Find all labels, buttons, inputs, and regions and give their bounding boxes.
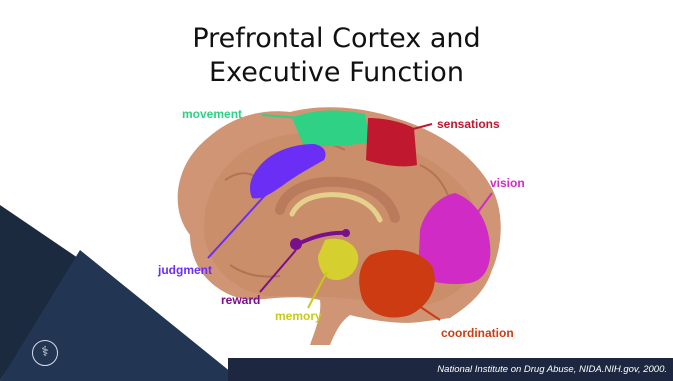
- reward-node-front: [290, 238, 302, 250]
- region-judgment: [250, 144, 326, 199]
- movement-leader-line: [261, 114, 301, 119]
- region-memory: [318, 238, 359, 280]
- region-coordination: [359, 249, 435, 318]
- coordination-leader-line: [409, 299, 441, 321]
- title-line-1: Prefrontal Cortex and: [192, 23, 481, 54]
- caduceus-seal-icon: ⚕: [32, 340, 58, 366]
- corner-triangle-dark: [0, 205, 78, 381]
- reward-node-back: [342, 229, 350, 237]
- corpus-arc: [289, 192, 383, 223]
- cingulate-arc: [275, 176, 400, 223]
- vision-leader-line: [477, 192, 493, 213]
- region-movement: [292, 110, 370, 147]
- label-movement: movement: [182, 107, 242, 121]
- label-sensations: sensations: [437, 117, 500, 131]
- sensations-leader-line: [397, 123, 433, 134]
- label-memory: memory: [275, 309, 322, 323]
- label-judgment: judgment: [157, 263, 212, 277]
- title-line-2: Executive Function: [209, 57, 464, 88]
- source-credit: National Institute on Drug Abuse, NIDA.N…: [437, 364, 667, 375]
- region-sensations: [366, 118, 417, 167]
- label-reward: reward: [221, 293, 260, 307]
- page-title: Prefrontal Cortex and Executive Function: [120, 22, 553, 90]
- memory-leader-line: [307, 271, 328, 309]
- region-vision: [418, 193, 491, 285]
- reward-leader-line: [259, 249, 297, 293]
- label-vision: vision: [490, 176, 525, 190]
- label-coordination: coordination: [441, 326, 514, 340]
- corner-triangle-navy: [0, 250, 242, 381]
- caption-bar: [228, 358, 673, 381]
- judgment-leader-line: [207, 191, 269, 259]
